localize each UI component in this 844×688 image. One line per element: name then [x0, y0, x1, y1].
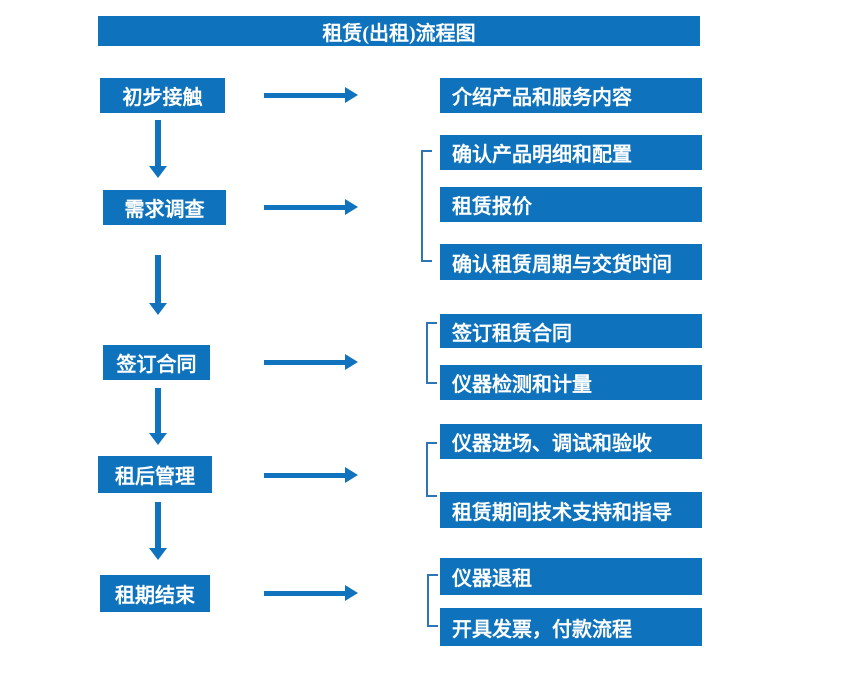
detail-box-instrument-return: 仪器退租: [440, 558, 702, 595]
stage-box-initial-contact: 初步接触: [100, 78, 225, 113]
group-bracket-rental-end: [427, 574, 438, 627]
arrow-head-down-icon: [149, 548, 167, 560]
right-arrow-3: [264, 354, 358, 370]
right-arrow-4: [264, 467, 358, 483]
detail-box-invoice-payment: 开具发票，付款流程: [440, 608, 702, 646]
stage-box-rental-end: 租期结束: [100, 575, 210, 612]
arrow-shaft: [264, 92, 345, 98]
right-arrow-1: [264, 87, 358, 103]
arrow-shaft: [155, 502, 161, 548]
right-arrow-2: [264, 199, 358, 215]
group-bracket-demand-survey: [421, 150, 432, 262]
arrow-shaft: [264, 204, 345, 210]
arrow-shaft: [155, 255, 161, 303]
right-arrow-5: [264, 585, 358, 601]
arrow-shaft: [264, 472, 345, 478]
arrow-shaft: [264, 359, 345, 365]
arrow-head-right-icon: [345, 467, 358, 483]
detail-box-confirm-period-delivery: 确认租赁周期与交货时间: [440, 244, 702, 280]
detail-box-introduce-products: 介绍产品和服务内容: [440, 78, 702, 113]
detail-box-confirm-product-config: 确认产品明细和配置: [440, 135, 702, 170]
down-arrow-3: [149, 388, 167, 445]
stage-box-sign-contract: 签订合同: [103, 345, 210, 380]
down-arrow-1: [149, 120, 167, 178]
down-arrow-4: [149, 502, 167, 560]
group-bracket-post-rental: [426, 442, 437, 497]
arrow-head-right-icon: [345, 585, 358, 601]
detail-box-technical-support: 租赁期间技术支持和指导: [440, 492, 702, 528]
arrow-shaft: [155, 120, 161, 166]
down-arrow-2: [149, 255, 167, 315]
arrow-head-right-icon: [345, 199, 358, 215]
arrow-head-down-icon: [149, 166, 167, 178]
detail-box-sign-rental-contract: 签订租赁合同: [440, 314, 702, 348]
detail-box-rental-quotation: 租赁报价: [440, 187, 702, 222]
arrow-shaft: [264, 590, 345, 596]
detail-box-instrument-testing: 仪器检测和计量: [440, 365, 702, 400]
stage-box-post-rental-management: 租后管理: [98, 456, 212, 493]
arrow-shaft: [155, 388, 161, 433]
stage-box-demand-survey: 需求调查: [103, 190, 226, 225]
arrow-head-down-icon: [149, 433, 167, 445]
arrow-head-right-icon: [345, 354, 358, 370]
flowchart-title: 租赁(出租)流程图: [98, 16, 700, 46]
arrow-head-right-icon: [345, 87, 358, 103]
detail-box-instrument-installation: 仪器进场、调试和验收: [440, 424, 702, 459]
group-bracket-sign-contract: [426, 322, 437, 384]
arrow-head-down-icon: [149, 303, 167, 315]
